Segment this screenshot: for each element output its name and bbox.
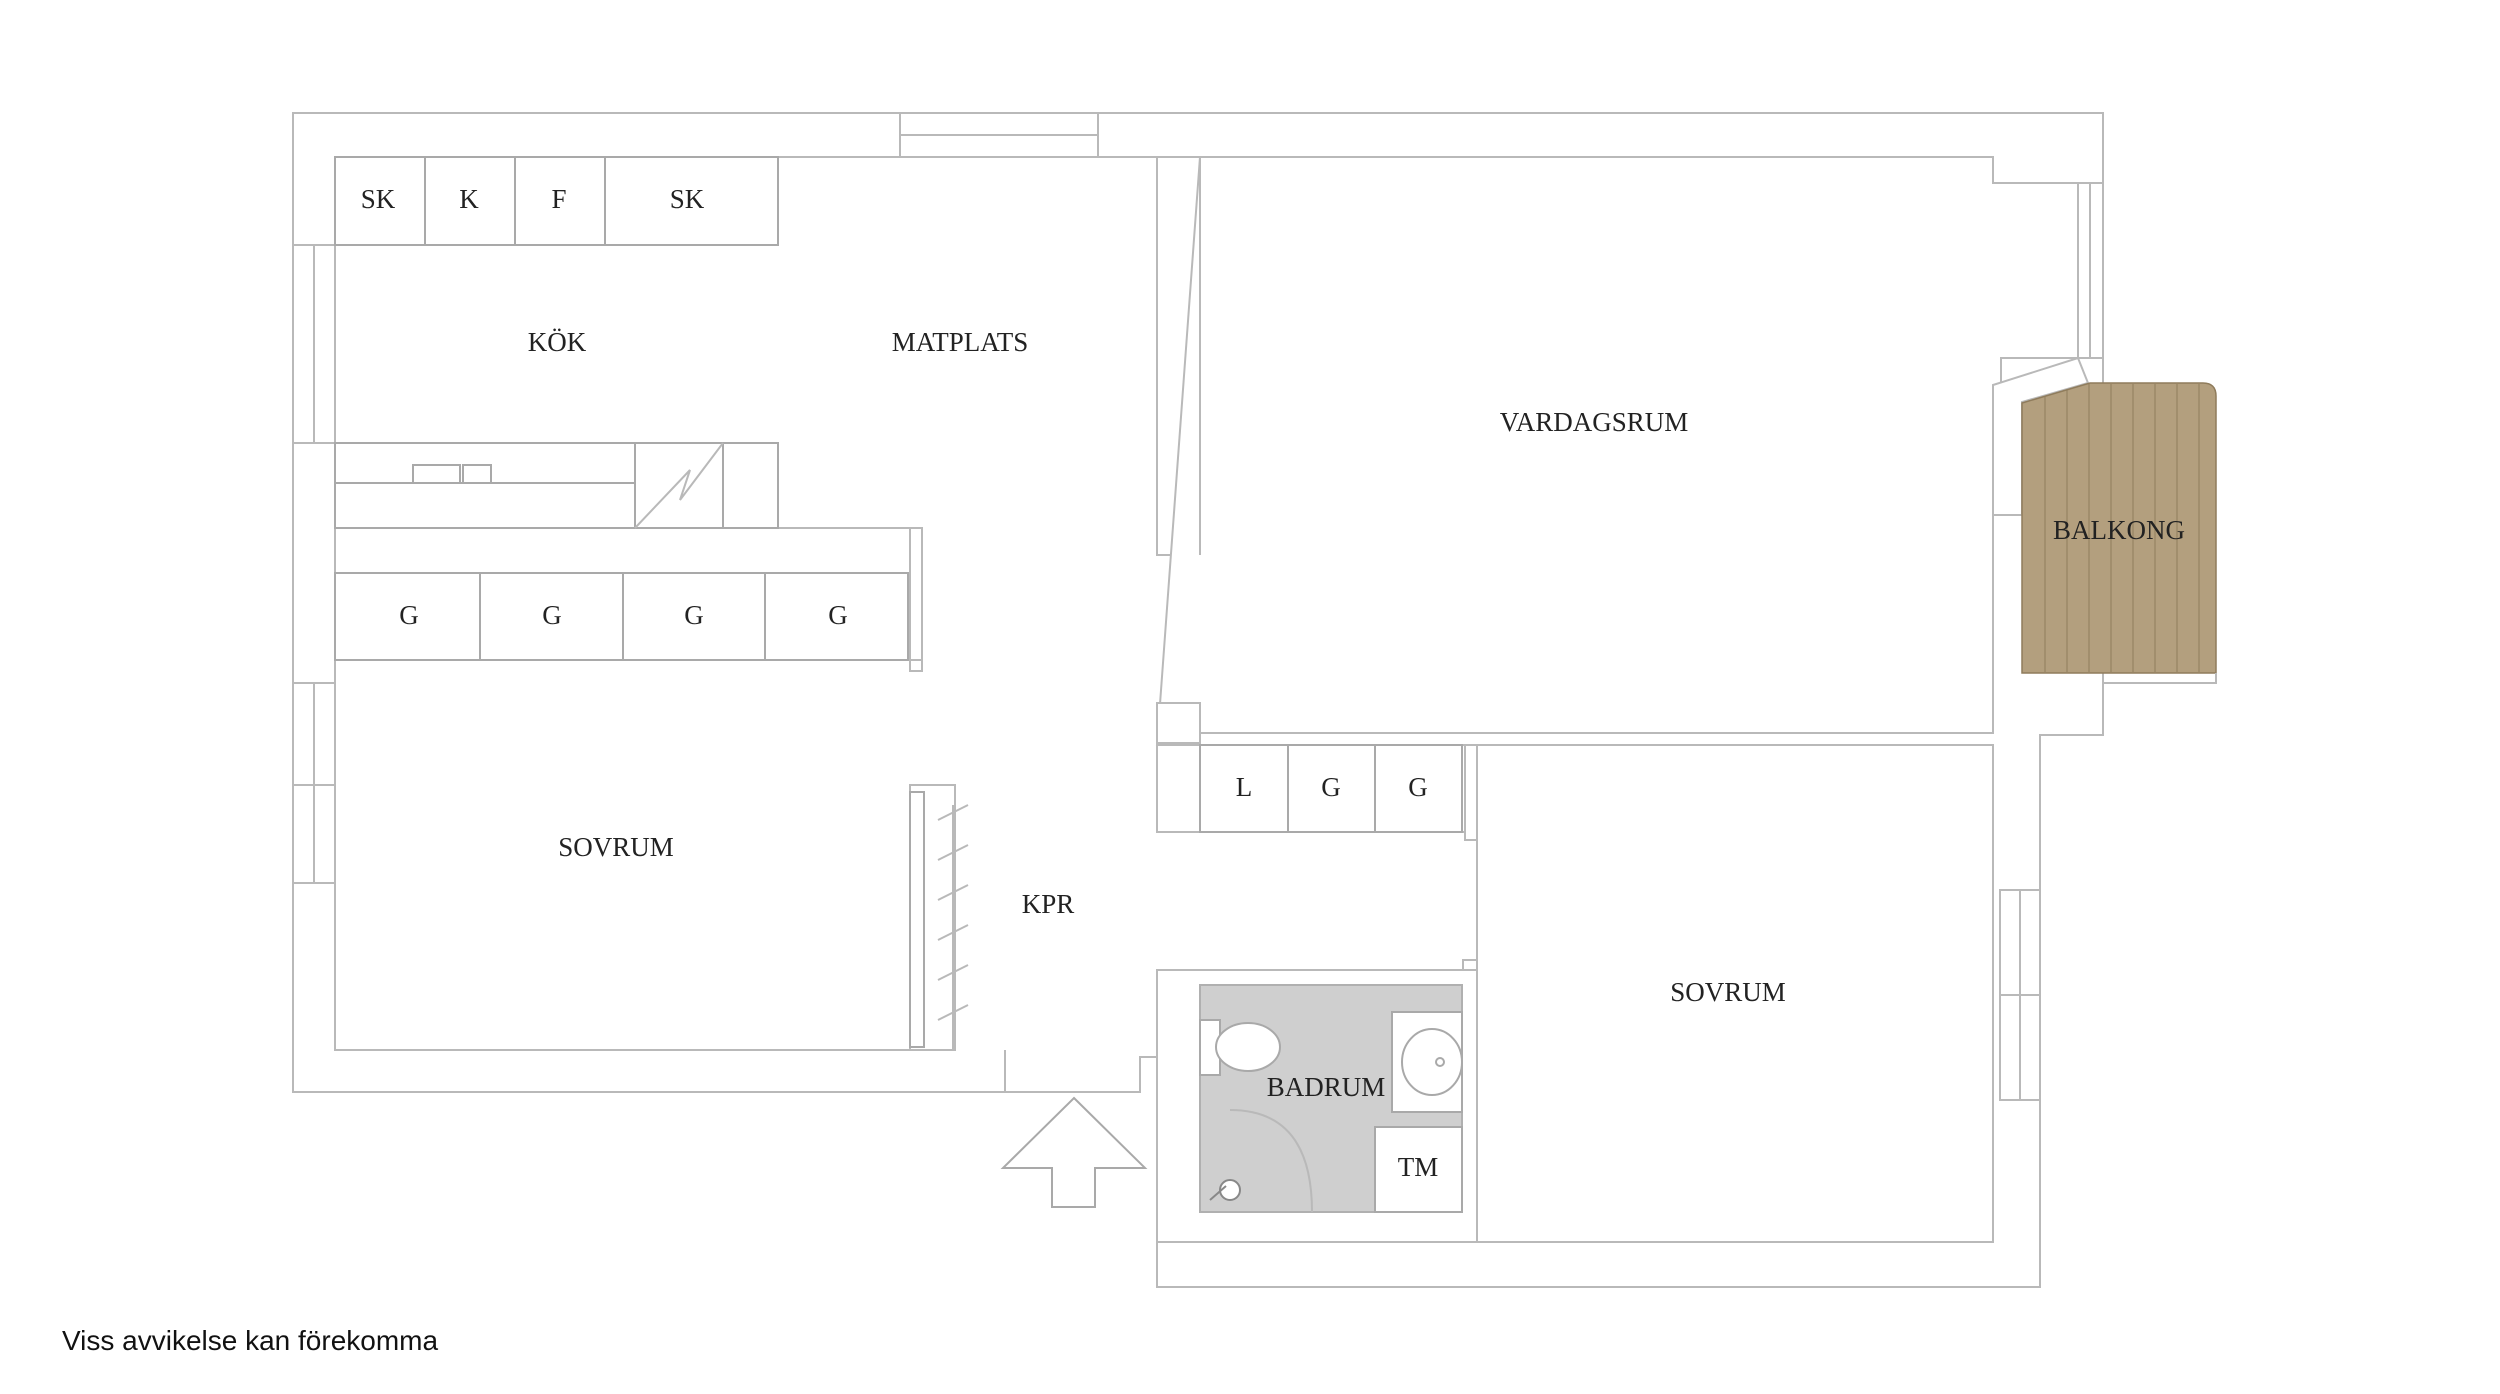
label-vardagsrum: VARDAGSRUM xyxy=(1500,407,1689,437)
label-sovrum-left: SOVRUM xyxy=(558,832,674,862)
bathroom-closet-tm: TM xyxy=(1398,1152,1439,1182)
cabinet-k: K xyxy=(459,184,479,214)
floor-drain-icon xyxy=(1209,1179,1241,1201)
balcony xyxy=(1992,356,2217,684)
entrance-arrow-icon xyxy=(1000,1096,1148,1208)
label-sovrum-right: SOVRUM xyxy=(1670,977,1786,1007)
wardrobe-g-2: G xyxy=(542,600,562,630)
label-kok: KÖK xyxy=(528,327,587,357)
wardrobe-g-4: G xyxy=(828,600,848,630)
closet-g-1: G xyxy=(1321,772,1341,802)
kitchen-counter xyxy=(334,442,779,529)
sink-icon xyxy=(1401,1028,1463,1096)
disclaimer-text: Viss avvikelse kan förekomma xyxy=(62,1325,439,1356)
closet-l: L xyxy=(1236,772,1253,802)
label-kpr: KPR xyxy=(1022,889,1075,919)
room-labels: KÖK MATPLATS VARDAGSRUM BALKONG SOVRUM K… xyxy=(528,327,2185,1102)
cabinet-sk-1: SK xyxy=(361,184,396,214)
stove-icon xyxy=(634,442,724,529)
wardrobes-top-left: G G G G xyxy=(334,572,909,661)
wardrobe-g-3: G xyxy=(684,600,704,630)
label-balkong: BALKONG xyxy=(2053,515,2185,545)
coat-rack-icon xyxy=(909,791,969,1050)
label-matplats: MATPLATS xyxy=(892,327,1029,357)
hall-closets: L G G xyxy=(1199,744,1463,833)
label-badrum: BADRUM xyxy=(1267,1072,1386,1102)
bathroom: TM xyxy=(1199,984,1463,1213)
kitchen-upper-cabinets: SK K F SK xyxy=(334,156,779,246)
toilet-icon xyxy=(1215,1022,1281,1072)
cabinet-sk-2: SK xyxy=(670,184,705,214)
closet-g-2: G xyxy=(1408,772,1428,802)
cabinet-f: F xyxy=(551,184,566,214)
wardrobe-g-1: G xyxy=(399,600,419,630)
